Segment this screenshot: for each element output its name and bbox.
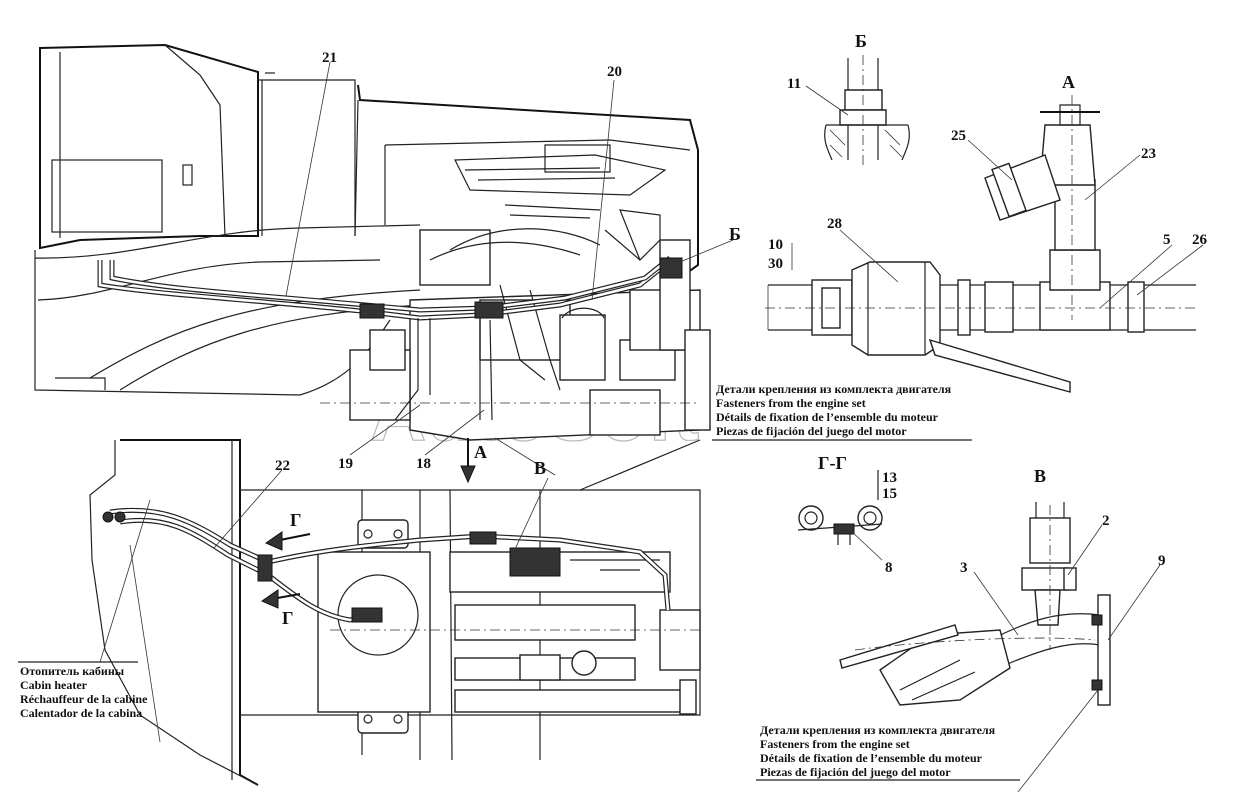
detail-b: Б 11	[787, 31, 910, 168]
cabin-heater-fr: Réchauffeur de la cabine	[20, 692, 148, 706]
section-arrow-g-lower: Г	[282, 608, 293, 628]
callout-20: 20	[607, 64, 622, 80]
detail-v: В 2 3 9	[839, 466, 1166, 793]
callout-30: 30	[768, 256, 783, 272]
cabin-heater-es: Calentador de la cabina	[20, 706, 142, 720]
cabin-heater-en: Cabin heater	[20, 678, 88, 692]
callout-9: 9	[1158, 553, 1166, 569]
callout-21: 21	[322, 50, 337, 66]
detail-b-title: Б	[855, 31, 867, 51]
callout-28: 28	[827, 216, 842, 232]
section-g-g: Г-Г 13 15 8	[797, 453, 897, 576]
note-bottom-line-es: Piezas de fijación del juego del motor	[760, 765, 951, 779]
fasteners-note-top: Детали крепления из комплекта двигателя …	[712, 382, 972, 441]
detail-a: А 25 23 28 10 30 5 26	[765, 72, 1208, 393]
note-bottom-line-en: Fasteners from the engine set	[760, 737, 910, 751]
detail-a-title: А	[1062, 72, 1075, 92]
callout-8: 8	[885, 560, 893, 576]
leaders-side-view	[285, 61, 734, 476]
callout-18: 18	[416, 456, 431, 472]
callout-23: 23	[1141, 146, 1156, 162]
callout-25: 25	[951, 128, 966, 144]
note-top-line-es: Piezas de fijación del juego del motor	[716, 424, 907, 438]
note-bottom-line-fr: Détails de fixation de l’ensemble du mot…	[760, 751, 983, 765]
callout-19: 19	[338, 456, 353, 472]
cabin-heater-note: Отопитель кабины Cabin heater Réchauffeu…	[18, 661, 148, 720]
callout-10: 10	[768, 237, 783, 253]
note-top-line-ru: Детали крепления из комплекта двигателя	[716, 382, 952, 396]
detail-v-title: В	[1034, 466, 1046, 486]
note-top-line-en: Fasteners from the engine set	[716, 396, 866, 410]
callout-2: 2	[1102, 513, 1110, 529]
callout-11: 11	[787, 76, 801, 92]
callout-22: 22	[275, 458, 290, 474]
cabin-heater-ru: Отопитель кабины	[20, 664, 125, 678]
note-bottom-line-ru: Детали крепления из комплекта двигателя	[760, 723, 996, 737]
callout-3: 3	[960, 560, 968, 576]
callout-15: 15	[882, 486, 897, 502]
callout-26: 26	[1192, 232, 1208, 248]
top-view-assembly	[89, 439, 701, 786]
callout-13: 13	[882, 470, 897, 486]
section-marker-a: А	[474, 442, 487, 462]
section-arrow-g-upper: Г	[290, 510, 301, 530]
fasteners-note-bottom: Детали крепления из комплекта двигателя …	[756, 723, 1020, 781]
section-marker-b: Б	[729, 224, 741, 244]
section-marker-v: В	[534, 458, 546, 478]
side-view-assembly	[34, 43, 711, 484]
section-g-title: Г-Г	[818, 453, 847, 473]
callout-5: 5	[1163, 232, 1171, 248]
note-top-line-fr: Détails de fixation de l’ensemble du mot…	[716, 410, 939, 424]
